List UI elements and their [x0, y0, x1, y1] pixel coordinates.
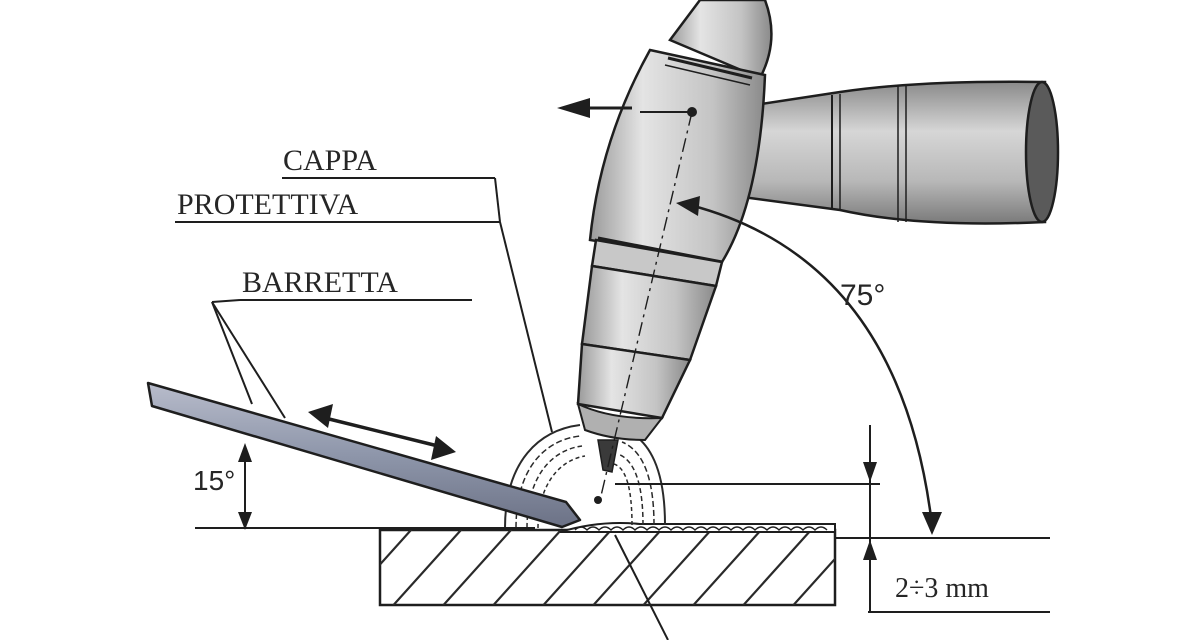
- torch-axis-line: [599, 111, 693, 501]
- torch-hose: [733, 80, 1047, 225]
- label-barretta: BARRETTA: [242, 266, 398, 299]
- label-cappa: CAPPA: [283, 144, 377, 177]
- weld-bead: [559, 522, 836, 533]
- base-plate: [378, 528, 837, 607]
- label-rod-angle: 15°: [193, 465, 235, 496]
- plate-hatching: [380, 530, 835, 605]
- welding-torch: [576, 0, 1060, 504]
- hose-end: [1024, 80, 1060, 224]
- rod-motion-arrow: [308, 404, 456, 460]
- label-protettiva: PROTETTIVA: [177, 188, 358, 221]
- rod-angle-annotation: [195, 443, 535, 530]
- distance-dimension: [615, 425, 1050, 613]
- leader-lines: [175, 177, 669, 640]
- travel-direction-arrow: [557, 98, 632, 118]
- label-distance: 2÷3 mm: [895, 573, 989, 604]
- torch-nozzle-tip: [576, 402, 665, 442]
- torch-angle-annotation: [676, 196, 942, 535]
- label-torch-angle: 75°: [840, 279, 885, 312]
- filler-rod: [146, 381, 582, 529]
